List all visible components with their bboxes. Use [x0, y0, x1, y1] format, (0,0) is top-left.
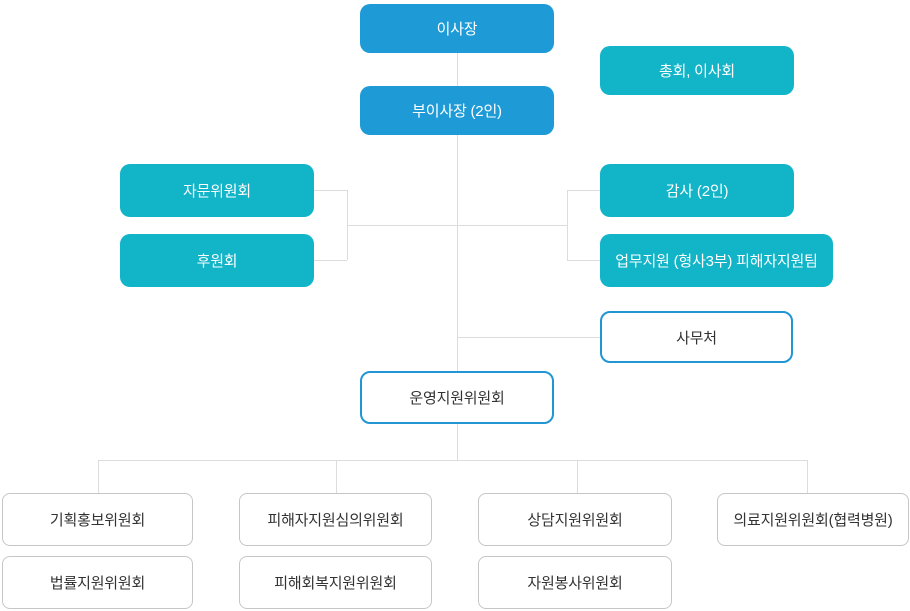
node-volunteer-committee: 자원봉사위원회: [478, 556, 672, 609]
connector-right-bracket-vertical: [567, 190, 568, 260]
node-secretariat: 사무처: [600, 311, 793, 363]
connector-auditors-stub: [567, 190, 600, 191]
connector-advisory-stub: [314, 190, 347, 191]
connector-trunk-middle: [457, 135, 458, 371]
node-vice-chairman: 부이사장 (2인): [360, 86, 554, 135]
connector-work-support-stub: [567, 260, 600, 261]
connector-secretariat-stub: [457, 337, 600, 338]
node-supporters-association: 후원회: [120, 234, 314, 287]
node-advisory-committee: 자문위원회: [120, 164, 314, 217]
node-auditors: 감사 (2인): [600, 164, 794, 217]
connector-supporters-stub: [314, 260, 347, 261]
node-victim-support-review-committee: 피해자지원심의위원회: [239, 493, 432, 546]
node-chairman: 이사장: [360, 4, 554, 53]
connector-trunk-top: [457, 53, 458, 86]
connector-trunk-bottom: [457, 424, 458, 460]
connector-left-bracket-vertical: [347, 190, 348, 260]
node-recovery-support-committee: 피해회복지원위원회: [239, 556, 432, 609]
connector-drop-col2: [336, 460, 337, 493]
connector-drop-col4: [807, 460, 808, 493]
node-work-support-team: 업무지원 (형사3부) 피해자지원팀: [600, 234, 833, 287]
node-medical-support-committee: 의료지원위원회(협력병원): [717, 493, 909, 546]
connector-bottom-horizontal: [98, 460, 807, 461]
node-planning-pr-committee: 기획홍보위원회: [2, 493, 193, 546]
connector-drop-col1: [98, 460, 99, 493]
node-operation-support-committee: 운영지원위원회: [360, 371, 554, 424]
connector-drop-col3: [577, 460, 578, 493]
node-legal-support-committee: 법률지원위원회: [2, 556, 193, 609]
node-counseling-support-committee: 상담지원위원회: [478, 493, 672, 546]
node-general-assembly: 총회, 이사회: [600, 46, 794, 95]
connector-mid-horizontal: [347, 225, 567, 226]
